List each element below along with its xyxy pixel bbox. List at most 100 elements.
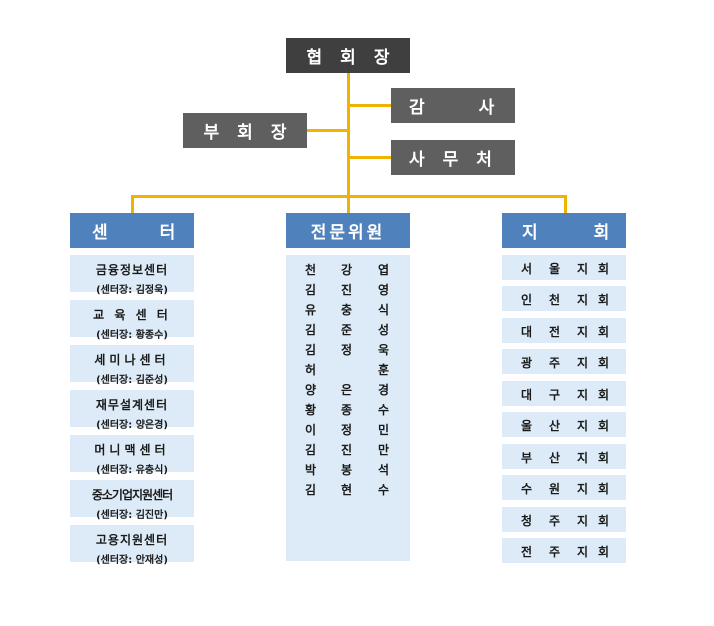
branch-char: 서 [521, 262, 533, 276]
committee-member: 김 진 영 [286, 281, 410, 301]
member-char: 박 [305, 463, 317, 477]
center-name: 재무설계센터 [95, 398, 169, 412]
president-char-1: 협 [306, 48, 323, 68]
branches-header: 지 회 [502, 213, 626, 248]
member-char: 훈 [378, 363, 390, 377]
branch-char: 회 [598, 356, 610, 370]
branch-char: 구 [549, 388, 561, 402]
member-char: 영 [378, 283, 390, 297]
auditor-char-2: 사 [478, 98, 495, 118]
branch-char: 지 [577, 482, 589, 496]
member-char: 이 [305, 423, 317, 437]
branch-char: 산 [549, 451, 561, 465]
connector-vice-president [306, 129, 350, 132]
member-char: 수 [378, 403, 390, 417]
committee-member: 김 정 욱 [286, 341, 410, 361]
center-name: 교 육 센 터 [93, 308, 171, 322]
center-head: (센터장: 안재성) [96, 555, 168, 566]
member-char: 양 [305, 383, 317, 397]
member-char: 욱 [378, 343, 390, 357]
member-char: 경 [378, 383, 390, 397]
branch-item: 부 산 지 회 [502, 444, 626, 469]
branch-char: 부 [521, 451, 533, 465]
member-char: 엽 [378, 263, 390, 277]
center-head: (센터장: 양은경) [96, 420, 168, 431]
member-char: 수 [378, 483, 390, 497]
committee-member: 천 강 엽 [286, 261, 410, 281]
president-char-2: 회 [340, 48, 356, 68]
branch-char: 원 [549, 482, 561, 496]
branch-char: 인 [521, 293, 533, 307]
committee-member: 김 준 성 [286, 321, 410, 341]
member-char: 성 [378, 323, 390, 337]
center-head: (센터장: 김진만) [96, 510, 168, 521]
member-char: 종 [341, 403, 353, 417]
connector-branches-drop [564, 195, 567, 213]
member-char: 진 [341, 283, 353, 297]
committee-member: 양 은 경 [286, 381, 410, 401]
center-name: 고용지원센터 [95, 533, 169, 547]
branch-char: 지 [577, 356, 589, 370]
member-char: 김 [305, 443, 317, 457]
committee-member: 이 정 민 [286, 421, 410, 441]
center-item: 고용지원센터 (센터장: 안재성) [70, 525, 194, 566]
branch-char: 광 [521, 356, 533, 370]
branch-char: 주 [549, 514, 561, 528]
secretariat-char-3: 처 [476, 150, 492, 170]
branch-char: 주 [549, 356, 561, 370]
branch-char: 회 [598, 545, 610, 559]
secretariat-char-2: 무 [442, 150, 459, 170]
center-head: (센터장: 황종수) [96, 330, 168, 341]
member-char: 현 [341, 483, 353, 497]
committee-member: 황 종 수 [286, 401, 410, 421]
committee-member: 유 충 식 [286, 301, 410, 321]
branches-header-char-1: 지 [522, 223, 538, 243]
member-char: 김 [305, 283, 317, 297]
member-char: 천 [305, 263, 317, 277]
member-char: 만 [378, 443, 390, 457]
committee-list: 천 강 엽 김 진 영 유 충 식 김 준 성 김 정 욱 허 훈 양 은 경 … [286, 255, 410, 561]
branch-char: 지 [577, 325, 589, 339]
committee-member: 김 현 수 [286, 481, 410, 501]
branch-char: 청 [521, 514, 533, 528]
branch-char: 지 [577, 514, 589, 528]
member-char: 석 [378, 463, 390, 477]
member-char: 식 [378, 303, 390, 317]
branch-item: 대 구 지 회 [502, 381, 626, 406]
branch-char: 전 [549, 325, 561, 339]
branch-char: 회 [598, 388, 610, 402]
branch-char: 울 [521, 419, 533, 433]
center-name: 세미나센터 [94, 353, 170, 367]
branch-char: 전 [521, 545, 533, 559]
committee-header: 전문위원 [286, 213, 410, 248]
center-item: 세미나센터 (센터장: 김준성) [70, 345, 194, 386]
branch-item: 전 주 지 회 [502, 538, 626, 563]
center-item: 중소기업지원센터 (센터장: 김진만) [70, 480, 194, 521]
president-char-3: 장 [373, 48, 390, 68]
member-char: 강 [341, 263, 353, 277]
member-char: 허 [305, 363, 317, 377]
branch-char: 회 [598, 514, 610, 528]
branch-char: 천 [549, 293, 561, 307]
branch-item: 울 산 지 회 [502, 412, 626, 437]
vice-president-box: 부 회 장 [183, 113, 307, 148]
centers-header-char-2: 터 [159, 223, 176, 243]
branch-item: 청 주 지 회 [502, 507, 626, 532]
vice-president-char-1: 부 [203, 123, 220, 143]
committee-member: 김 진 만 [286, 441, 410, 461]
secretariat-box: 사 무 처 [391, 140, 515, 175]
connector-auditor [347, 104, 391, 107]
branch-char: 지 [577, 419, 589, 433]
branches-header-char-2: 회 [593, 223, 610, 243]
branch-item: 수 원 지 회 [502, 475, 626, 500]
connector-centers-drop [131, 195, 134, 213]
branch-item: 대 전 지 회 [502, 318, 626, 343]
centers-header-char-1: 센 [92, 223, 108, 243]
center-name: 중소기업지원센터 [91, 488, 173, 502]
member-char: 진 [341, 443, 353, 457]
committee-header-label: 전문위원 [310, 223, 386, 243]
center-head: (센터장: 김준성) [96, 375, 168, 386]
branch-char: 지 [577, 293, 589, 307]
center-head: (센터장: 김정욱) [96, 285, 168, 296]
member-char: 정 [341, 343, 353, 357]
